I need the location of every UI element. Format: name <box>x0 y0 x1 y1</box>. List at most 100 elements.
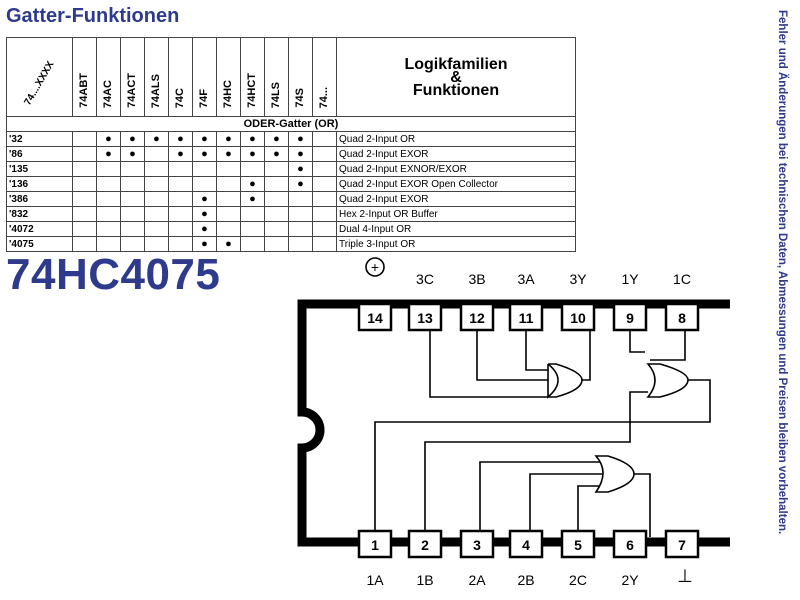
availability-cell: ● <box>288 161 313 177</box>
pin-number: 2 <box>421 537 429 553</box>
availability-cell <box>312 131 337 147</box>
pin-label: 3B <box>468 271 485 287</box>
pin-label: 3Y <box>569 271 587 287</box>
table-row: '136●●Quad 2-Input EXOR Open Collector <box>6 176 576 192</box>
availability-cell <box>144 221 169 237</box>
availability-cell: ● <box>288 131 313 147</box>
pin-box <box>357 302 393 332</box>
pin-box <box>508 302 544 332</box>
availability-cell <box>264 176 289 192</box>
availability-cell: ● <box>96 146 121 162</box>
pin-box <box>664 529 700 559</box>
availability-cell <box>144 176 169 192</box>
part-number: 74HC4075 <box>6 250 221 299</box>
availability-cell <box>72 221 97 237</box>
function-description: Quad 2-Input EXNOR/EXOR <box>336 161 576 177</box>
availability-cell <box>96 191 121 207</box>
family-column-header: 74ACT <box>120 37 145 117</box>
availability-cell <box>144 146 169 162</box>
corner-header: 74....XXXX <box>6 37 73 117</box>
page-title: Gatter-Funktionen <box>6 5 180 27</box>
availability-cell <box>312 236 337 252</box>
pin-box <box>612 302 648 332</box>
wire <box>525 330 548 371</box>
availability-cell: ● <box>120 131 145 147</box>
availability-cell <box>216 161 241 177</box>
table-row: '832●Hex 2-Input OR Buffer <box>6 206 576 222</box>
table-row: '86●●●●●●●●Quad 2-Input EXOR <box>6 146 576 162</box>
availability-cell <box>216 191 241 207</box>
table-row: '386●●Quad 2-Input EXOR <box>6 191 576 207</box>
part-cell: '135 <box>6 161 73 177</box>
pin-label: 2A <box>468 572 486 588</box>
family-column-header: 74HC <box>216 37 241 117</box>
table-row: '4072●Dual 4-Input OR <box>6 221 576 237</box>
function-description: Triple 3-Input OR <box>336 236 576 252</box>
availability-cell <box>312 161 337 177</box>
disclaimer-note: Fehler und Änderungen bei technischen Da… <box>776 10 788 535</box>
availability-cell <box>72 131 97 147</box>
pin-number: 14 <box>367 310 383 326</box>
availability-cell: ● <box>96 131 121 147</box>
availability-cell <box>216 221 241 237</box>
family-column-label: 74ALS <box>150 73 162 108</box>
pin-box <box>407 529 443 559</box>
pin-box <box>560 302 596 332</box>
table-row: '135 ● Quad 2-Input EXNOR/EXOR <box>6 161 576 177</box>
availability-cell: ● <box>192 131 217 147</box>
pin-number: 9 <box>626 310 634 326</box>
pin-box <box>407 302 443 332</box>
availability-cell <box>168 206 193 222</box>
family-column-label: 74ABT <box>78 73 90 108</box>
corner-label: 74....XXXX <box>22 59 57 108</box>
pin-box <box>612 529 648 559</box>
availability-cell <box>144 161 169 177</box>
pin-number: 5 <box>574 537 582 553</box>
availability-cell <box>264 206 289 222</box>
pin-label: 2Y <box>621 572 639 588</box>
family-column-label: 74C <box>174 87 186 108</box>
availability-cell: ● <box>192 236 217 252</box>
availability-cell <box>192 176 217 192</box>
availability-cell: ● <box>216 146 241 162</box>
availability-cell <box>264 191 289 207</box>
availability-cell: ● <box>264 131 289 147</box>
part-cell: '4072 <box>6 221 73 237</box>
family-column-header: 74LS <box>264 37 289 117</box>
pin-label: 1B <box>416 572 433 588</box>
family-column-header: 74HCT <box>240 37 265 117</box>
availability-cell: ● <box>288 146 313 162</box>
availability-cell: ● <box>216 131 241 147</box>
availability-cell: ● <box>120 146 145 162</box>
availability-cell <box>288 206 313 222</box>
availability-cell <box>168 161 193 177</box>
or-gate-3 <box>547 363 559 399</box>
or-gate-2-body <box>594 455 635 493</box>
availability-cell <box>120 206 145 222</box>
or-gate-1-body <box>646 363 689 398</box>
family-column-label: 74... <box>318 86 330 108</box>
pin-label: 1C <box>673 271 691 287</box>
wire <box>429 330 548 398</box>
availability-cell <box>264 236 289 252</box>
pin-box <box>664 302 700 332</box>
family-header-line: Funktionen <box>412 81 500 99</box>
pin-number: 4 <box>522 537 530 553</box>
availability-cell <box>312 191 337 207</box>
availability-cell <box>240 221 265 237</box>
availability-cell <box>312 176 337 192</box>
pin-box <box>508 529 544 559</box>
availability-cell <box>144 191 169 207</box>
family-column-header: 74ALS <box>144 37 169 117</box>
pin-label: 1A <box>366 572 384 588</box>
availability-cell <box>312 221 337 237</box>
function-description: Quad 2-Input EXOR <box>336 146 576 162</box>
pin-number: 13 <box>417 310 433 326</box>
pin-number: 7 <box>678 537 686 553</box>
availability-cell <box>96 161 121 177</box>
availability-cell <box>144 206 169 222</box>
pin-label: 1Y <box>621 271 639 287</box>
pin-box <box>459 529 495 559</box>
